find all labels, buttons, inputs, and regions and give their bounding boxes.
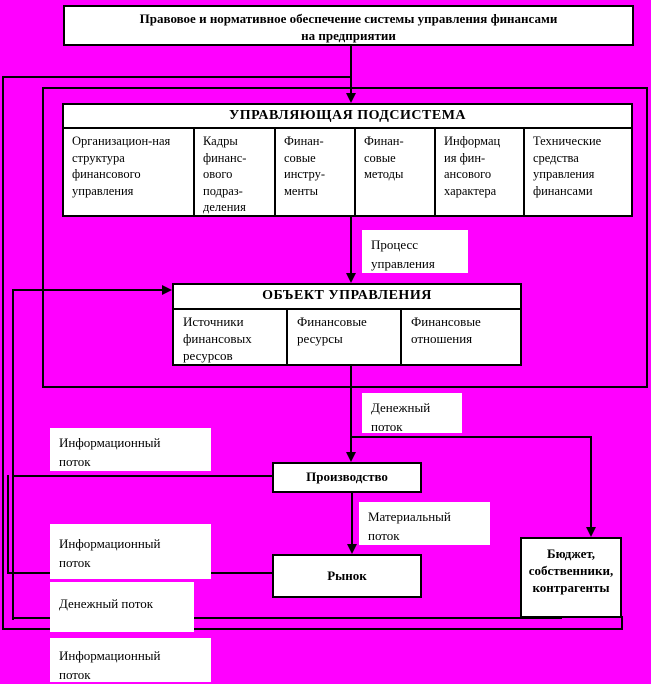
arrow-into-budget: [586, 527, 596, 537]
process-label: Процесс управления: [362, 230, 468, 273]
cell-personnel: Кадры финанс- ового подраз- деления: [193, 129, 274, 216]
managing-subsystem-header: УПРАВЛЯЮЩАЯ ПОДСИСТЕМА: [64, 105, 631, 129]
subsystem-to-object-line: [350, 217, 352, 277]
cash-flow-bottom-label: Денежный поток: [50, 582, 194, 632]
management-object-header: ОБЪЕКТ УПРАВЛЕНИЯ: [174, 285, 520, 310]
production-node: Производство: [272, 462, 422, 493]
budget-right-drop-line: [621, 616, 623, 630]
legal-support-title-box: Правовое и нормативное обеспечение систе…: [63, 5, 634, 46]
info-flow-bottom-label: Информационный поток: [50, 638, 211, 682]
object-down-line: [350, 366, 352, 456]
cell-fin-information: Информац ия фин- ансового характера: [434, 129, 523, 216]
title-to-subsystem-line: [350, 45, 352, 95]
managing-subsystem-cells: Организацион-ная структура финансового у…: [64, 129, 631, 216]
arrow-into-object-left: [162, 285, 172, 295]
system-container-outline: [42, 87, 648, 388]
cell-tech-means: Технические средства управления финансам…: [523, 129, 631, 216]
arrow-into-object: [346, 273, 356, 283]
arrow-into-market: [347, 544, 357, 554]
production-to-market-line: [351, 493, 353, 548]
arrow-into-subsystem: [346, 93, 356, 103]
arrow-into-production: [346, 452, 356, 462]
cell-org-structure: Организацион-ная структура финансового у…: [72, 134, 171, 198]
market-feedback-left-rail: [7, 475, 9, 574]
budget-arrow-line: [590, 436, 592, 530]
managing-subsystem-table: УПРАВЛЯЮЩАЯ ПОДСИСТЕМА Организацион-ная …: [62, 103, 633, 217]
management-object-table: ОБЪЕКТ УПРАВЛЕНИЯ Источники финансовых р…: [172, 283, 522, 366]
budget-node: Бюджет, собственники, контрагенты: [520, 537, 622, 618]
object-feedback-arrow-line: [12, 289, 164, 291]
cash-flow-top-label: Денежный поток: [362, 393, 462, 434]
info-feedback-top-line: [2, 76, 352, 78]
object-feedback-left-rail: [12, 289, 14, 620]
management-object-cells: Источники финансовых ресурсов Финансовые…: [174, 310, 520, 364]
cell-fin-relations: Финансовые отношения: [400, 310, 520, 364]
cash-flow-bottom-rail: [12, 617, 562, 619]
info-feedback-left-rail: [2, 76, 4, 630]
branch-to-budget-line: [350, 436, 592, 438]
cell-fin-instruments: Финан- совые инстру- менты: [274, 129, 354, 216]
info-flow-middle-label: Информационный поток: [50, 524, 211, 579]
market-node: Рынок: [272, 554, 422, 598]
info-flow-top-label: Информационный поток: [50, 428, 211, 471]
cell-fin-sources: Источники финансовых ресурсов: [183, 314, 252, 363]
material-flow-label: Материальный поток: [359, 502, 490, 545]
cell-fin-resources: Финансовые ресурсы: [286, 310, 400, 364]
cell-fin-methods: Финан- совые методы: [354, 129, 434, 216]
production-feedback-line: [12, 475, 273, 477]
info-feedback-bottom-rail: [2, 628, 623, 630]
